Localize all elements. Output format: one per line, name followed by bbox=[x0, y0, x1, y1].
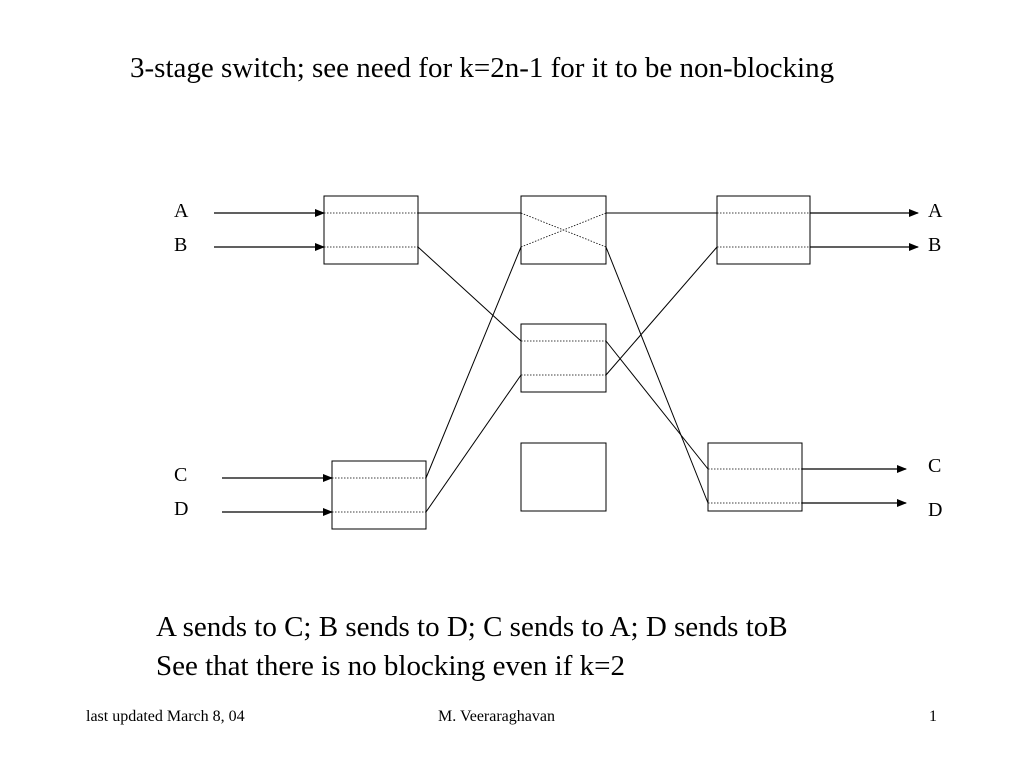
input-label-d: D bbox=[174, 498, 188, 520]
caption-line-1: A sends to C; B sends to D; C sends to A… bbox=[156, 611, 788, 643]
first-stage-switch-bottom bbox=[331, 460, 427, 530]
link-in2-mid2 bbox=[425, 374, 522, 513]
link-mid2-out1 bbox=[605, 246, 718, 376]
link-in2-mid1 bbox=[425, 246, 522, 479]
output-label-a: A bbox=[928, 200, 943, 222]
footer-last-updated: last updated March 8, 04 bbox=[86, 708, 245, 725]
caption-line-2: See that there is no blocking even if k=… bbox=[156, 650, 625, 682]
output-label-c: C bbox=[928, 455, 941, 477]
middle-stage-switch-2 bbox=[520, 323, 607, 393]
slide-title: 3-stage switch; see need for k=2n-1 for … bbox=[130, 52, 835, 84]
caption: A sends to C; B sends to D; C sends to A… bbox=[156, 608, 788, 686]
input-label-a: A bbox=[174, 200, 189, 222]
link-mid2-out2 bbox=[605, 340, 709, 470]
footer-author: M. Veeraraghavan bbox=[438, 708, 555, 725]
first-stage-switch-top bbox=[323, 195, 419, 265]
third-stage-switch-bottom bbox=[707, 442, 803, 512]
link-mid1-out2 bbox=[605, 246, 709, 504]
middle-stage-switch-1 bbox=[520, 195, 607, 265]
output-label-d: D bbox=[928, 499, 942, 521]
third-stage-switch-top bbox=[716, 195, 811, 265]
middle-stage-switch-3 bbox=[520, 442, 607, 512]
input-label-c: C bbox=[174, 464, 187, 486]
output-label-b: B bbox=[928, 234, 941, 256]
input-label-b: B bbox=[174, 234, 187, 256]
footer-page-number: 1 bbox=[929, 708, 937, 725]
link-in1-mid2 bbox=[417, 246, 522, 342]
